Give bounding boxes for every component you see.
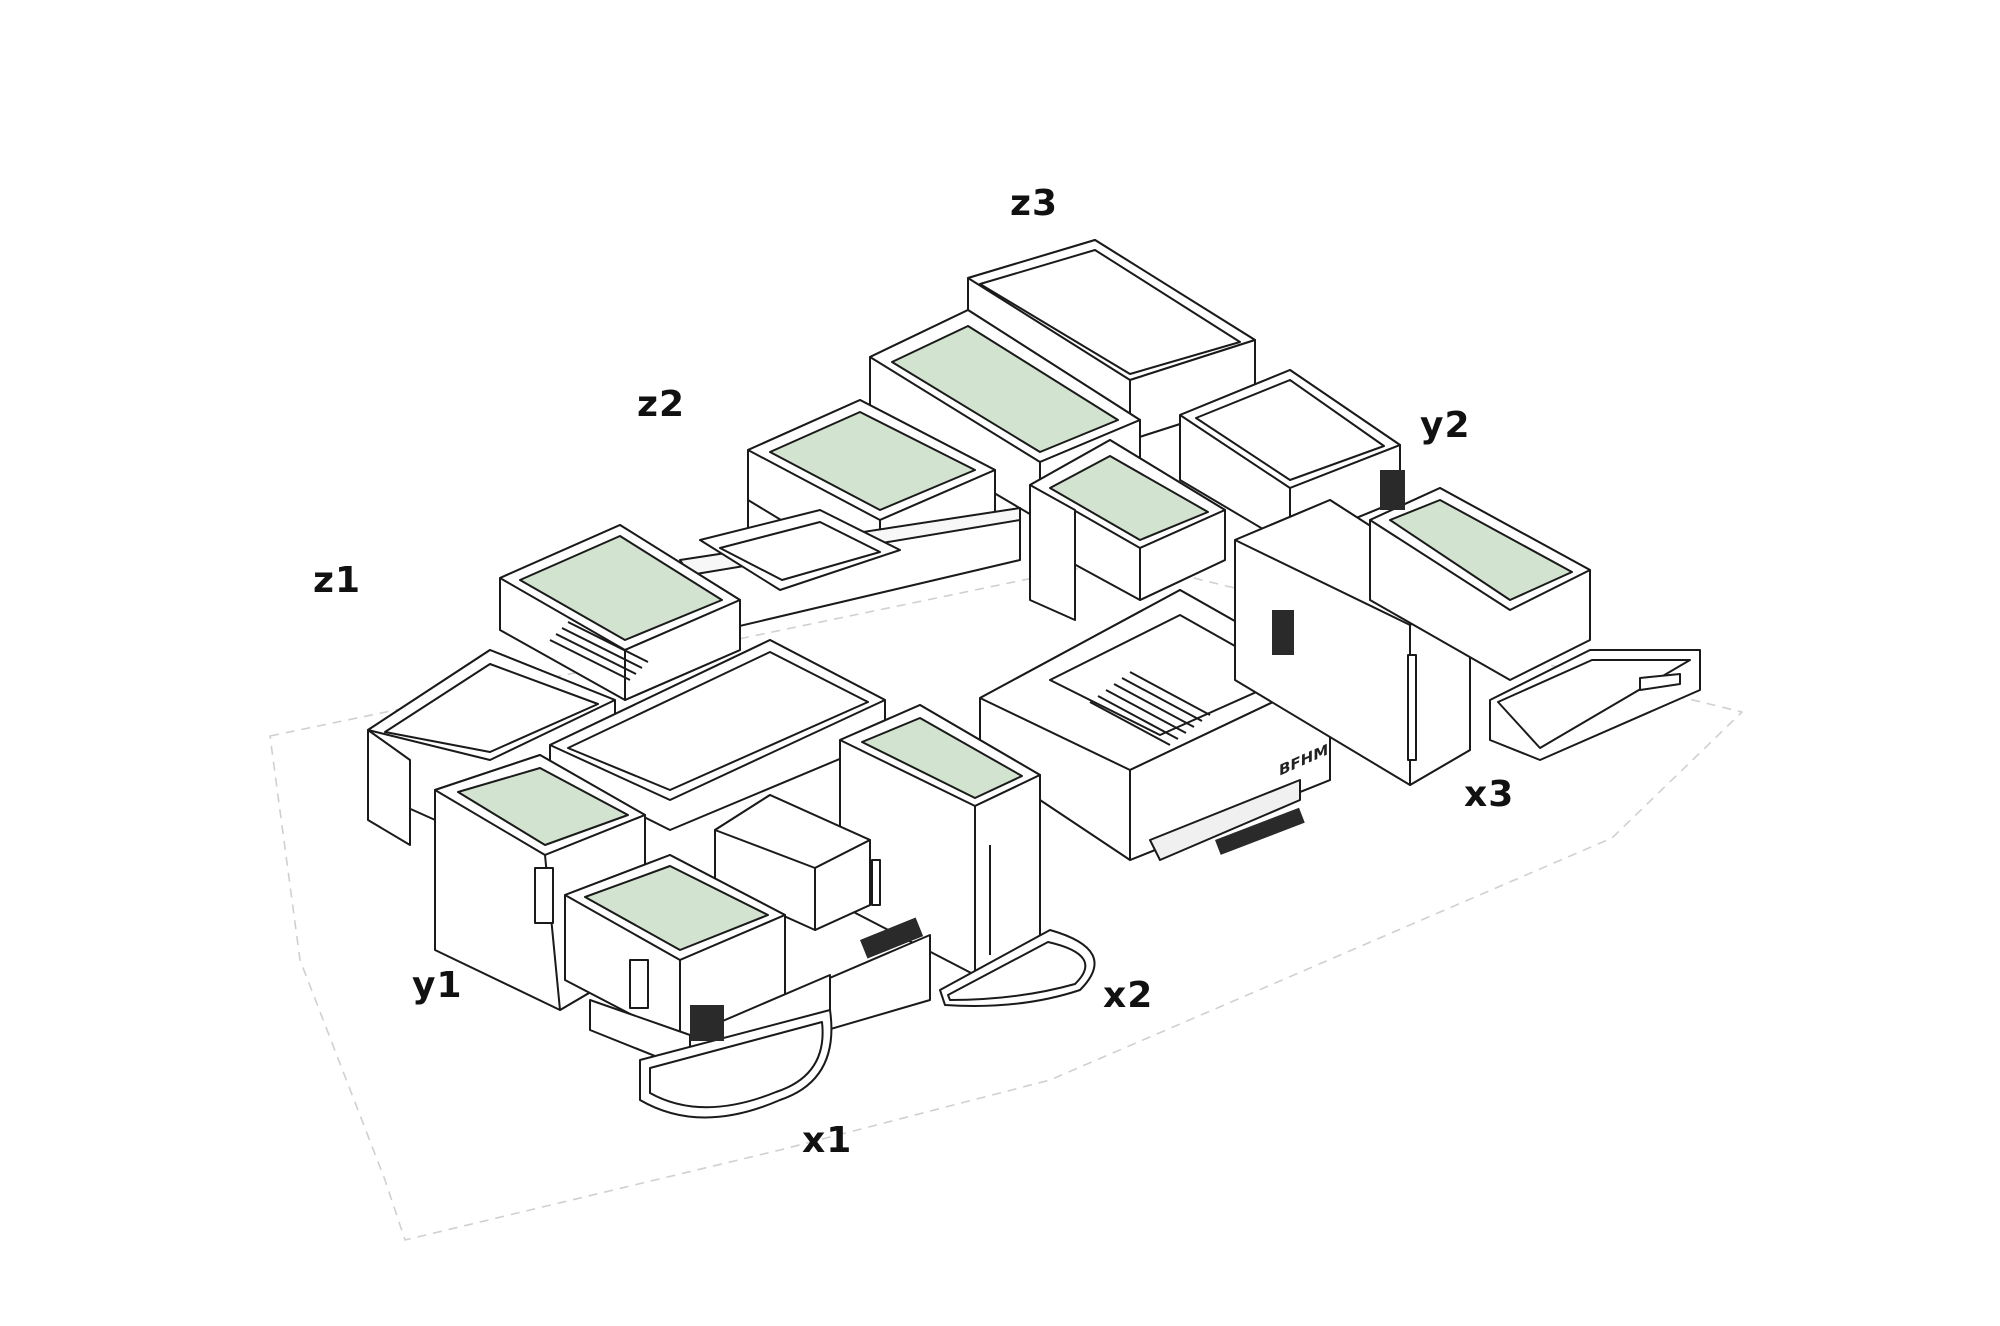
label-y2: y2 <box>1420 405 1471 446</box>
block-right-wing <box>1369 487 1701 761</box>
label-x2: x2 <box>1103 975 1154 1016</box>
ground-floor-front <box>589 929 1096 1119</box>
label-x1: x1 <box>802 1120 853 1161</box>
block-middle-courtyard <box>1029 439 1226 621</box>
label-x3: x3 <box>1464 774 1515 815</box>
label-z3: z3 <box>1010 183 1059 224</box>
roof-terrace <box>457 767 629 846</box>
roof-terrace <box>1049 455 1209 541</box>
block-small-cube <box>714 794 881 931</box>
block-z3-lower <box>869 309 1141 521</box>
roof-terrace <box>861 717 1023 799</box>
block-x1 <box>564 854 786 1041</box>
roof-terrace <box>769 411 976 511</box>
roof-terrace <box>519 535 723 641</box>
label-y1: y1 <box>412 965 463 1006</box>
roof-terrace <box>584 865 769 951</box>
block-z1 <box>499 524 741 701</box>
louvres <box>690 470 1405 1041</box>
roof-terrace <box>891 325 1119 453</box>
label-z2: z2 <box>637 384 686 425</box>
label-z1: z1 <box>313 560 362 601</box>
block-z3 <box>967 239 1256 441</box>
block-central-roof <box>549 639 886 831</box>
block-left <box>367 649 616 846</box>
roof-terrace <box>1389 499 1573 601</box>
spine-corridor <box>649 507 1021 641</box>
